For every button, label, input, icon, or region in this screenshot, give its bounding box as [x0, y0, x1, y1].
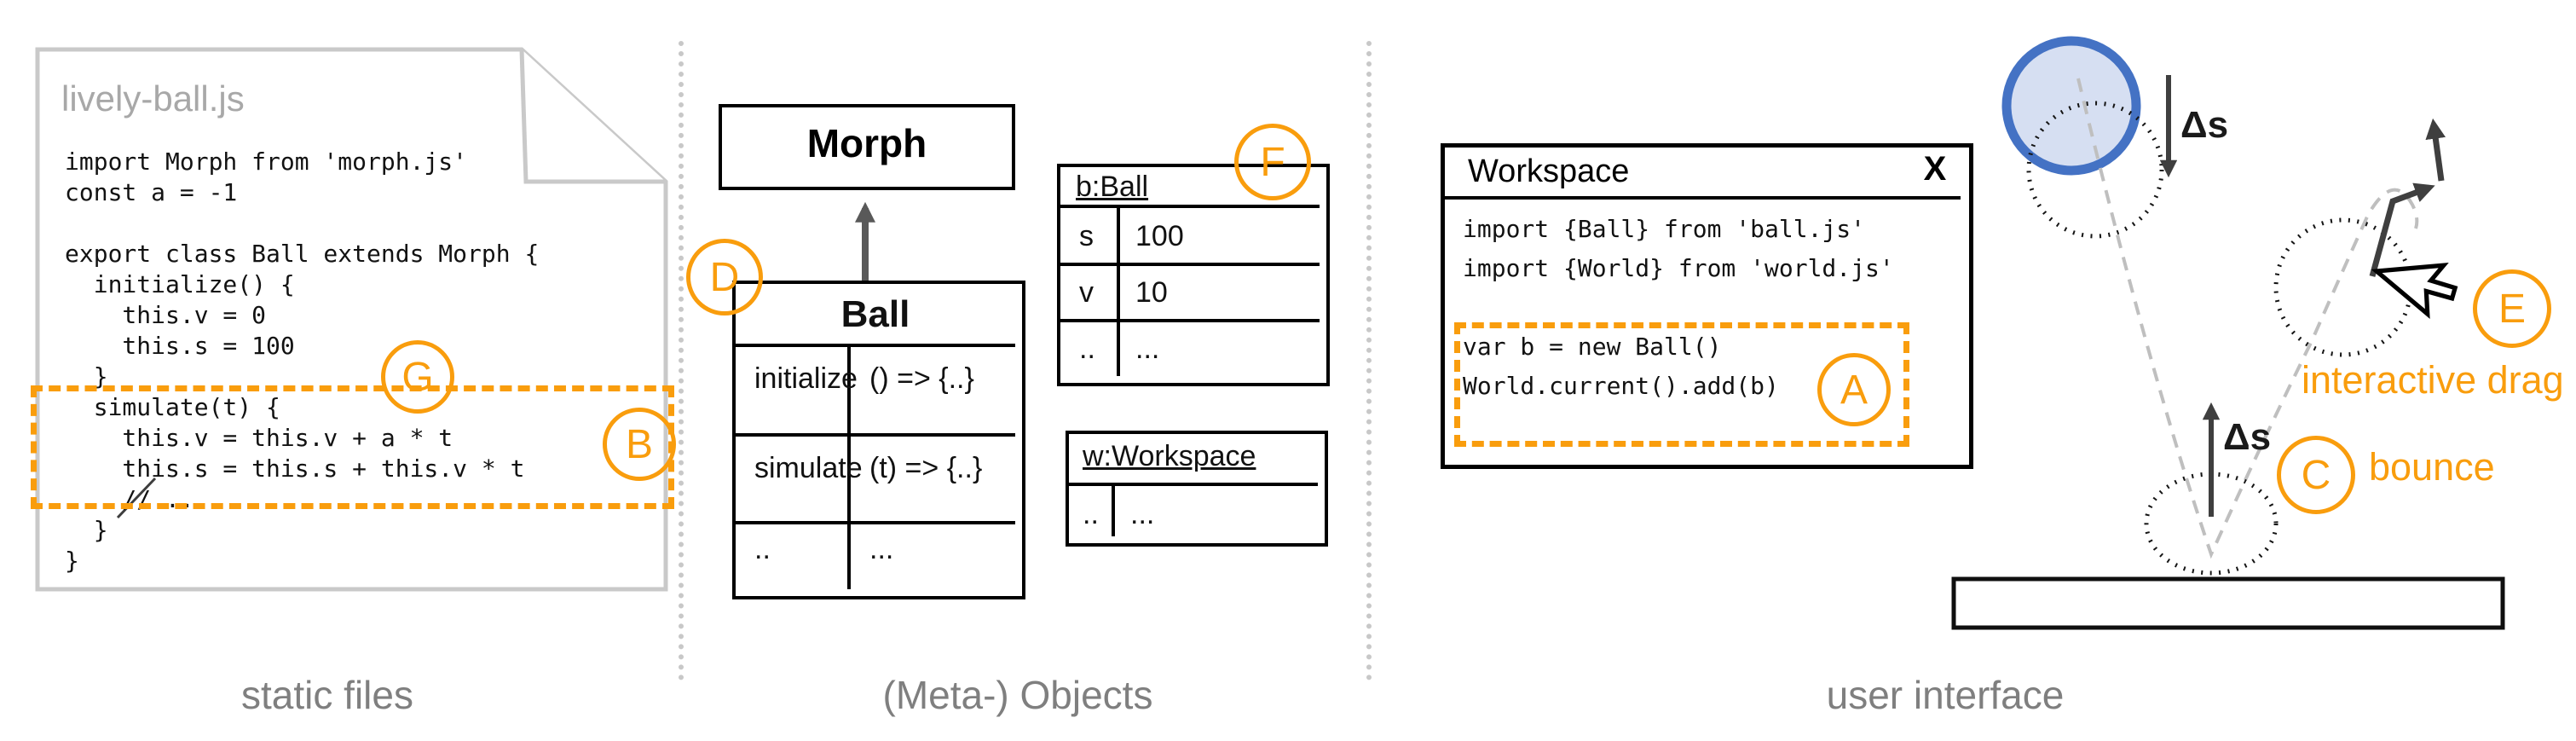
bounce-label: bounce: [2369, 445, 2495, 489]
drag-position-dotted-circle: [2273, 217, 2413, 357]
delta-s-rise-label: Δs: [2223, 416, 2272, 458]
ground-rect: [1951, 576, 2505, 630]
file-code: import Morph from 'morph.js' const a = -…: [65, 148, 540, 575]
class-box-morph: Morph: [719, 104, 1015, 190]
badge-e: E: [2473, 269, 2551, 348]
b-ball-value-3: ...: [1135, 333, 1160, 365]
badge-a: A: [1817, 353, 1891, 426]
annotation-box-doit: [1454, 322, 1909, 447]
section-label-meta-objects: (Meta-) Objects: [882, 673, 1153, 717]
divider-meta-ui: [1366, 41, 1372, 680]
ball-table-line-3: [736, 521, 1015, 524]
ball-table-line-1: [736, 344, 1015, 347]
class-box-morph-title: Morph: [806, 121, 927, 165]
b-ball-value-1: 100: [1135, 220, 1184, 252]
b-ball-key-2: v: [1079, 276, 1094, 309]
object-table-b-ball: [1057, 164, 1330, 386]
object-table-w-workspace: [1066, 431, 1328, 547]
badge-d: D: [686, 239, 763, 316]
section-label-user-interface: user interface: [1826, 673, 2065, 717]
ball-method-value-2: (t) => {..}: [869, 452, 983, 484]
ball-method-value-1: () => {..}: [869, 362, 974, 395]
divider-static-meta: [679, 41, 684, 680]
w-workspace-col-divider: [1112, 486, 1115, 536]
ball-morph[interactable]: [2001, 36, 2141, 176]
badge-g: G: [381, 340, 454, 414]
file-dogear-fold: [519, 49, 666, 184]
close-button[interactable]: X: [1923, 150, 1947, 188]
ball-table-line-2: [736, 433, 1015, 437]
b-ball-value-2: 10: [1135, 276, 1168, 309]
b-ball-col-divider: [1117, 208, 1120, 376]
b-ball-line-2: [1060, 263, 1320, 266]
b-ball-line-3: [1060, 319, 1320, 322]
mouse-cursor-icon[interactable]: [2371, 234, 2465, 320]
b-ball-key-3: ..: [1079, 333, 1095, 365]
trajectory-path: [2076, 78, 2419, 559]
class-table-ball-title: Ball: [840, 293, 910, 335]
drag-path-arrow-2: [2425, 118, 2446, 182]
badge-f: F: [1234, 124, 1311, 200]
w-workspace-key-1: ..: [1083, 498, 1099, 530]
workspace-window-title: Workspace: [1468, 153, 1630, 189]
workspace-titlebar-divider: [1445, 196, 1961, 200]
ball-method-name-3: ..: [754, 533, 771, 565]
w-workspace-line-1: [1069, 483, 1318, 486]
class-table-ball: [732, 281, 1025, 599]
section-label-static-files: static files: [241, 673, 413, 717]
b-ball-line-1: [1060, 205, 1320, 208]
ball-method-value-3: ...: [869, 533, 894, 565]
b-ball-title: b:Ball: [1076, 171, 1149, 203]
ball-method-name-2: simulate: [754, 452, 863, 484]
delta-s-fall-label: Δs: [2180, 104, 2229, 146]
badge-b: B: [603, 408, 676, 481]
w-workspace-value-1: ...: [1130, 498, 1155, 530]
file-name: lively-ball.js: [61, 78, 245, 119]
ball-table-col-divider: [847, 347, 851, 589]
badge-c: C: [2277, 436, 2355, 514]
workspace-code[interactable]: import {Ball} from 'ball.js' import {Wor…: [1463, 215, 1894, 400]
ball-method-name-1: initialize: [754, 362, 858, 395]
comment-strikethrough: [116, 477, 157, 519]
annotation-box-simulate: [31, 385, 674, 509]
w-workspace-title: w:Workspace: [1083, 440, 1256, 472]
b-ball-key-1: s: [1079, 220, 1094, 252]
drag-path-arrow-1: [2369, 182, 2435, 277]
interactive-drag-label: interactive drag: [2302, 358, 2564, 402]
